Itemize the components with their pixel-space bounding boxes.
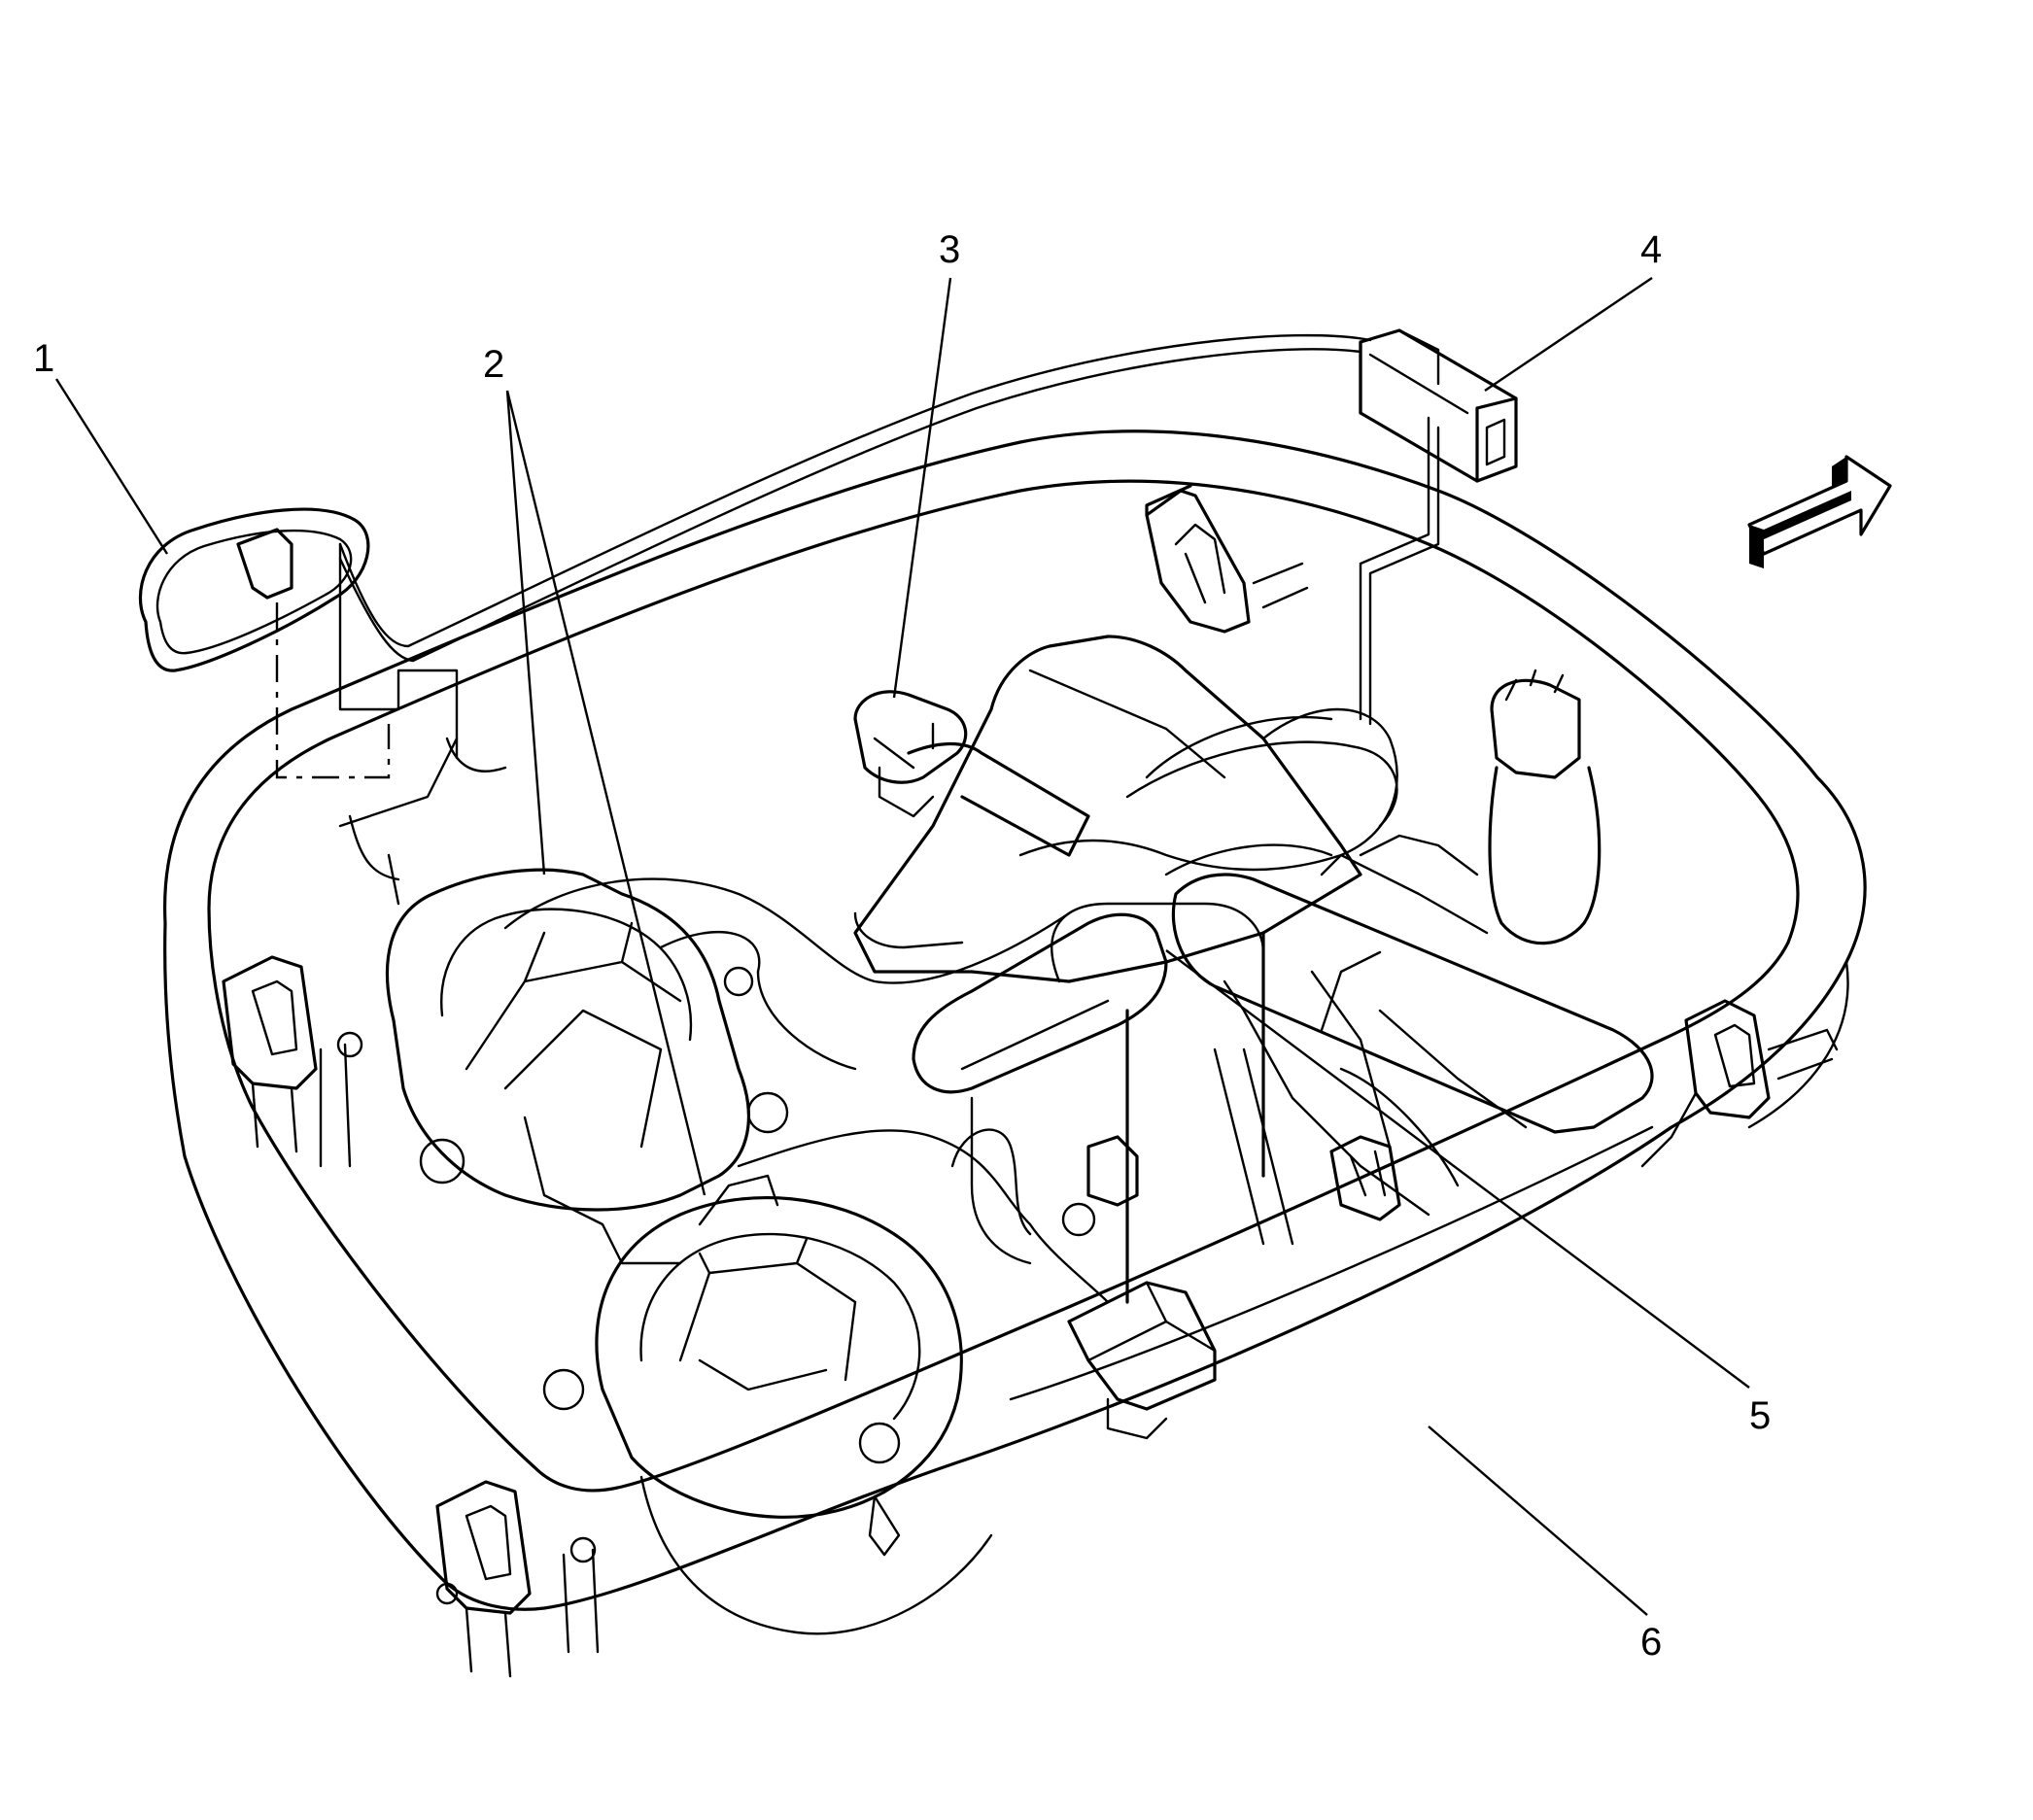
direction-arrow-icon	[1747, 455, 1892, 568]
leader-5	[1165, 949, 1750, 1389]
leader-lines	[54, 277, 1750, 1616]
leader-4	[1484, 277, 1653, 392]
connector-4	[1359, 328, 1518, 483]
coupler-1	[138, 507, 459, 779]
callout-4: 4	[1640, 228, 1662, 271]
clip-left-upper	[222, 955, 363, 1168]
callout-2: 2	[483, 343, 504, 386]
leader-6	[1428, 1425, 1648, 1616]
clip-right	[1640, 999, 1839, 1168]
connector-3	[853, 690, 1090, 857]
leader-1	[54, 378, 169, 555]
motor-assembly-lower	[542, 1174, 993, 1635]
lower-connector	[1067, 1281, 1217, 1440]
leader-2a	[505, 390, 546, 876]
actuator-body	[853, 635, 1362, 1304]
mirror-housing-shell	[162, 429, 1867, 1611]
callout-1: 1	[33, 337, 54, 380]
glass-support-bracket	[1171, 834, 1654, 1246]
motor-assembly-upper	[385, 868, 789, 1265]
wiring-harness	[338, 333, 1440, 726]
callout-labels: 1 2 3 4 5 6	[33, 228, 1771, 1664]
clip-upper-rear	[1145, 484, 1309, 634]
clip-left-lower	[435, 1480, 600, 1678]
callout-3: 3	[939, 228, 960, 271]
pivot-post	[1488, 669, 1602, 945]
callout-5: 5	[1749, 1394, 1771, 1437]
leader-2b	[505, 390, 706, 1196]
leader-3	[892, 277, 952, 699]
callout-6: 6	[1640, 1621, 1662, 1664]
